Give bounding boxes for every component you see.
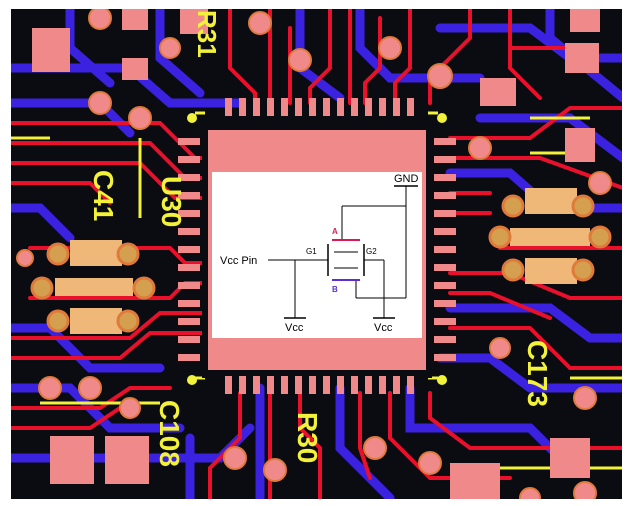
- label-r30: R30: [292, 412, 323, 463]
- label-u30: U30: [156, 176, 187, 227]
- label-c41: C41: [88, 170, 119, 221]
- schematic-inset: GND Vcc Pin Vcc G1 A B G2 Vcc: [212, 172, 422, 338]
- vcc-left-label: Vcc: [285, 322, 304, 334]
- label-c173: C173: [522, 340, 553, 407]
- via-pads: [16, 8, 612, 500]
- pcb-layout: U30 C41 R31 C108 R30 C173 GND Vcc Pin Vc…: [10, 8, 623, 500]
- g2-label: G2: [366, 247, 377, 256]
- corner-marker-tr: [437, 113, 447, 123]
- corner-marker-bl: [187, 375, 197, 385]
- chip-pins: [178, 98, 456, 394]
- corner-marker-br: [437, 375, 447, 385]
- label-r31: R31: [192, 10, 222, 58]
- pin1-marker: [187, 113, 197, 123]
- blue-traces: [10, 8, 623, 500]
- vcc-pin-label: Vcc Pin: [220, 255, 257, 267]
- g1-label: G1: [306, 247, 317, 256]
- gnd-label: GND: [394, 173, 419, 185]
- b-label: B: [332, 285, 338, 294]
- vcc-right-label: Vcc: [374, 322, 393, 334]
- smd-pads: [32, 8, 600, 500]
- right-component-array: [488, 188, 612, 284]
- label-c108: C108: [154, 400, 185, 467]
- silkscreen-labels: U30 C41 R31 C108 R30 C173: [88, 10, 553, 467]
- schematic-background: [212, 172, 422, 338]
- a-label: A: [332, 227, 338, 236]
- left-component-array: [30, 240, 156, 334]
